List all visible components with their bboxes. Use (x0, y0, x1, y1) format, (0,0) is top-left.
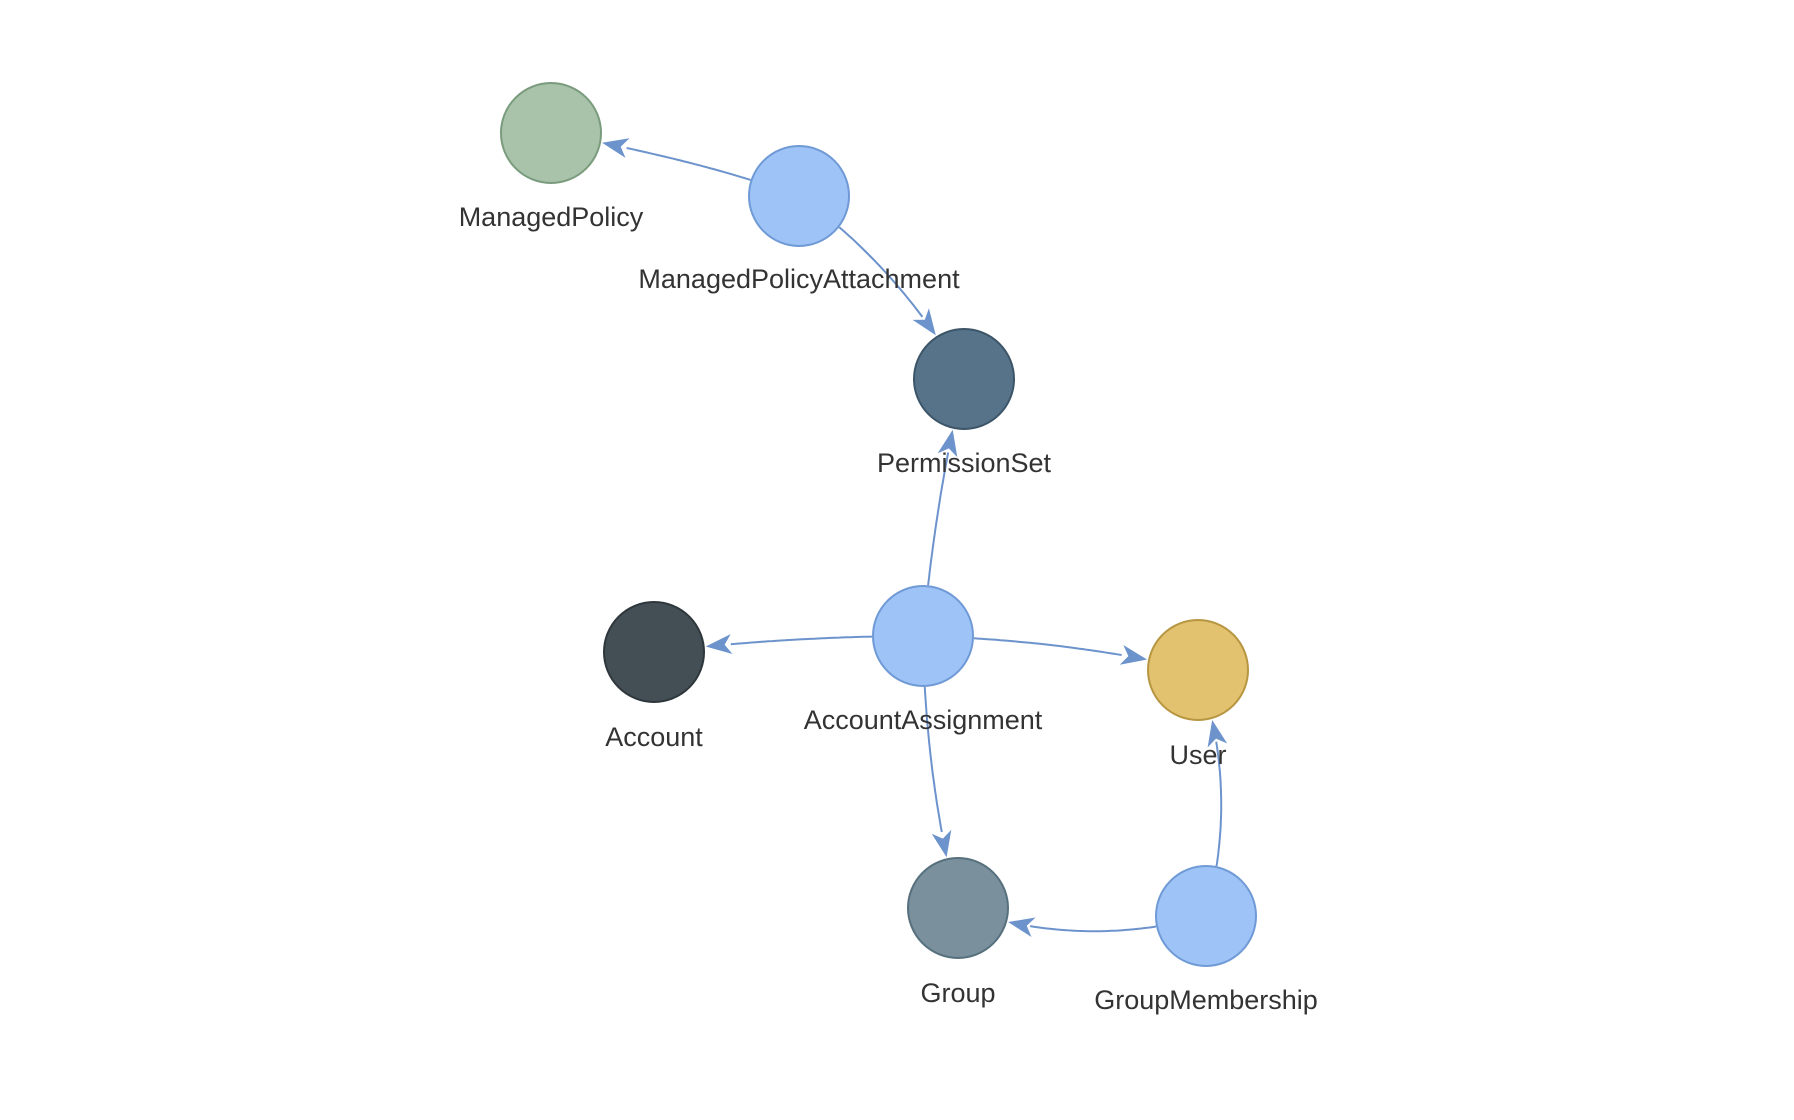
node-circle[interactable] (603, 601, 705, 703)
node-label: ManagedPolicyAttachment (638, 264, 960, 294)
node-label: AccountAssignment (804, 705, 1043, 735)
node-account[interactable]: Account (603, 601, 705, 752)
node-account-assignment[interactable]: AccountAssignment (804, 585, 1043, 735)
node-circle[interactable] (748, 145, 850, 247)
node-group-membership[interactable]: GroupMembership (1094, 865, 1318, 1015)
edge-account-assignment-to-permission-set (927, 452, 950, 586)
edge-arrowhead-icon (602, 138, 630, 158)
edge-managed-policy-attachment-to-permission-set (838, 226, 924, 318)
node-managed-policy[interactable]: ManagedPolicy (459, 82, 644, 232)
node-managed-policy-attachment[interactable]: ManagedPolicyAttachment (638, 145, 960, 294)
node-circle[interactable] (907, 857, 1009, 959)
edge-group-membership-to-group (1029, 925, 1157, 933)
node-label: User (1169, 740, 1226, 770)
edge-group-membership-to-user (1215, 741, 1223, 867)
node-permission-set[interactable]: PermissionSet (877, 328, 1052, 478)
node-label: ManagedPolicy (459, 202, 644, 232)
node-circle[interactable] (1155, 865, 1257, 967)
node-label: PermissionSet (877, 448, 1052, 478)
edge-arrowhead-icon (705, 634, 733, 654)
edge-account-assignment-to-account (730, 635, 873, 646)
edge-arrowhead-icon (931, 829, 952, 858)
node-label: GroupMembership (1094, 985, 1318, 1015)
nodes-layer: ManagedPolicyManagedPolicyAttachmentPerm… (459, 82, 1318, 1015)
edges-layer (602, 138, 1228, 937)
node-circle[interactable] (872, 585, 974, 687)
node-circle[interactable] (913, 328, 1015, 430)
node-group[interactable]: Group (907, 857, 1009, 1008)
node-circle[interactable] (500, 82, 602, 184)
edge-arrowhead-icon (1207, 720, 1228, 748)
node-user[interactable]: User (1147, 619, 1249, 770)
edge-arrowhead-icon (1008, 917, 1036, 937)
node-circle[interactable] (1147, 619, 1249, 721)
edge-arrowhead-icon (912, 308, 936, 336)
edge-managed-policy-attachment-to-managed-policy (626, 147, 751, 181)
edge-arrowhead-icon (1119, 645, 1148, 665)
edge-arrowhead-icon (937, 429, 958, 458)
edge-account-assignment-to-group (923, 686, 943, 833)
node-label: Account (605, 722, 703, 752)
node-label: Group (920, 978, 995, 1008)
edge-account-assignment-to-user (973, 637, 1122, 656)
